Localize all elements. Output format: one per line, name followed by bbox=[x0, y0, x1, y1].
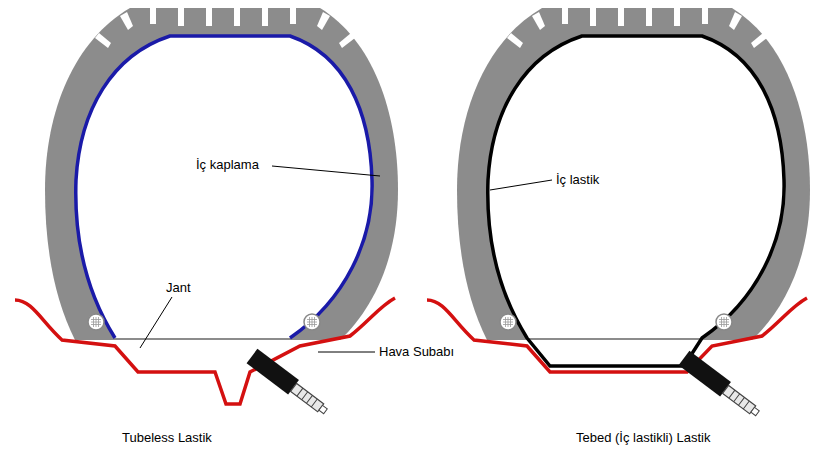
part-label: İç kaplama bbox=[196, 157, 259, 173]
rim bbox=[15, 298, 395, 404]
leader-lines bbox=[140, 166, 552, 352]
tubeless-tire bbox=[15, 6, 398, 419]
caption-label: Tebed (İç lastikli) Lastik bbox=[576, 430, 710, 446]
part-label: İç lastik bbox=[556, 172, 599, 188]
tube-tire bbox=[427, 6, 810, 421]
rim bbox=[427, 298, 807, 372]
caption-label: Tubeless Lastik bbox=[122, 430, 212, 446]
part-label: Hava Subabı bbox=[379, 344, 454, 360]
part-label: Jant bbox=[166, 280, 191, 296]
inner-tube bbox=[488, 36, 784, 366]
